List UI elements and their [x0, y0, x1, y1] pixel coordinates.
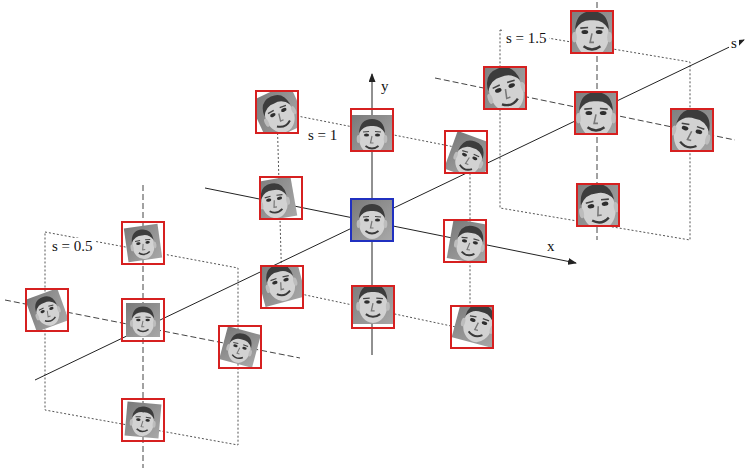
- face-thumbnails: [14, 0, 739, 448]
- plane-outlines: [45, 30, 690, 445]
- axis-label: s: [729, 35, 739, 52]
- axis-label: x: [545, 238, 557, 255]
- main-axes: [35, 40, 744, 380]
- axis-label: s = 1: [306, 127, 339, 144]
- axis-label: s = 1.5: [504, 30, 549, 47]
- axis-label: s = 0.5: [50, 238, 95, 255]
- plane-axes: [5, 2, 735, 468]
- axis-label: y: [379, 78, 391, 95]
